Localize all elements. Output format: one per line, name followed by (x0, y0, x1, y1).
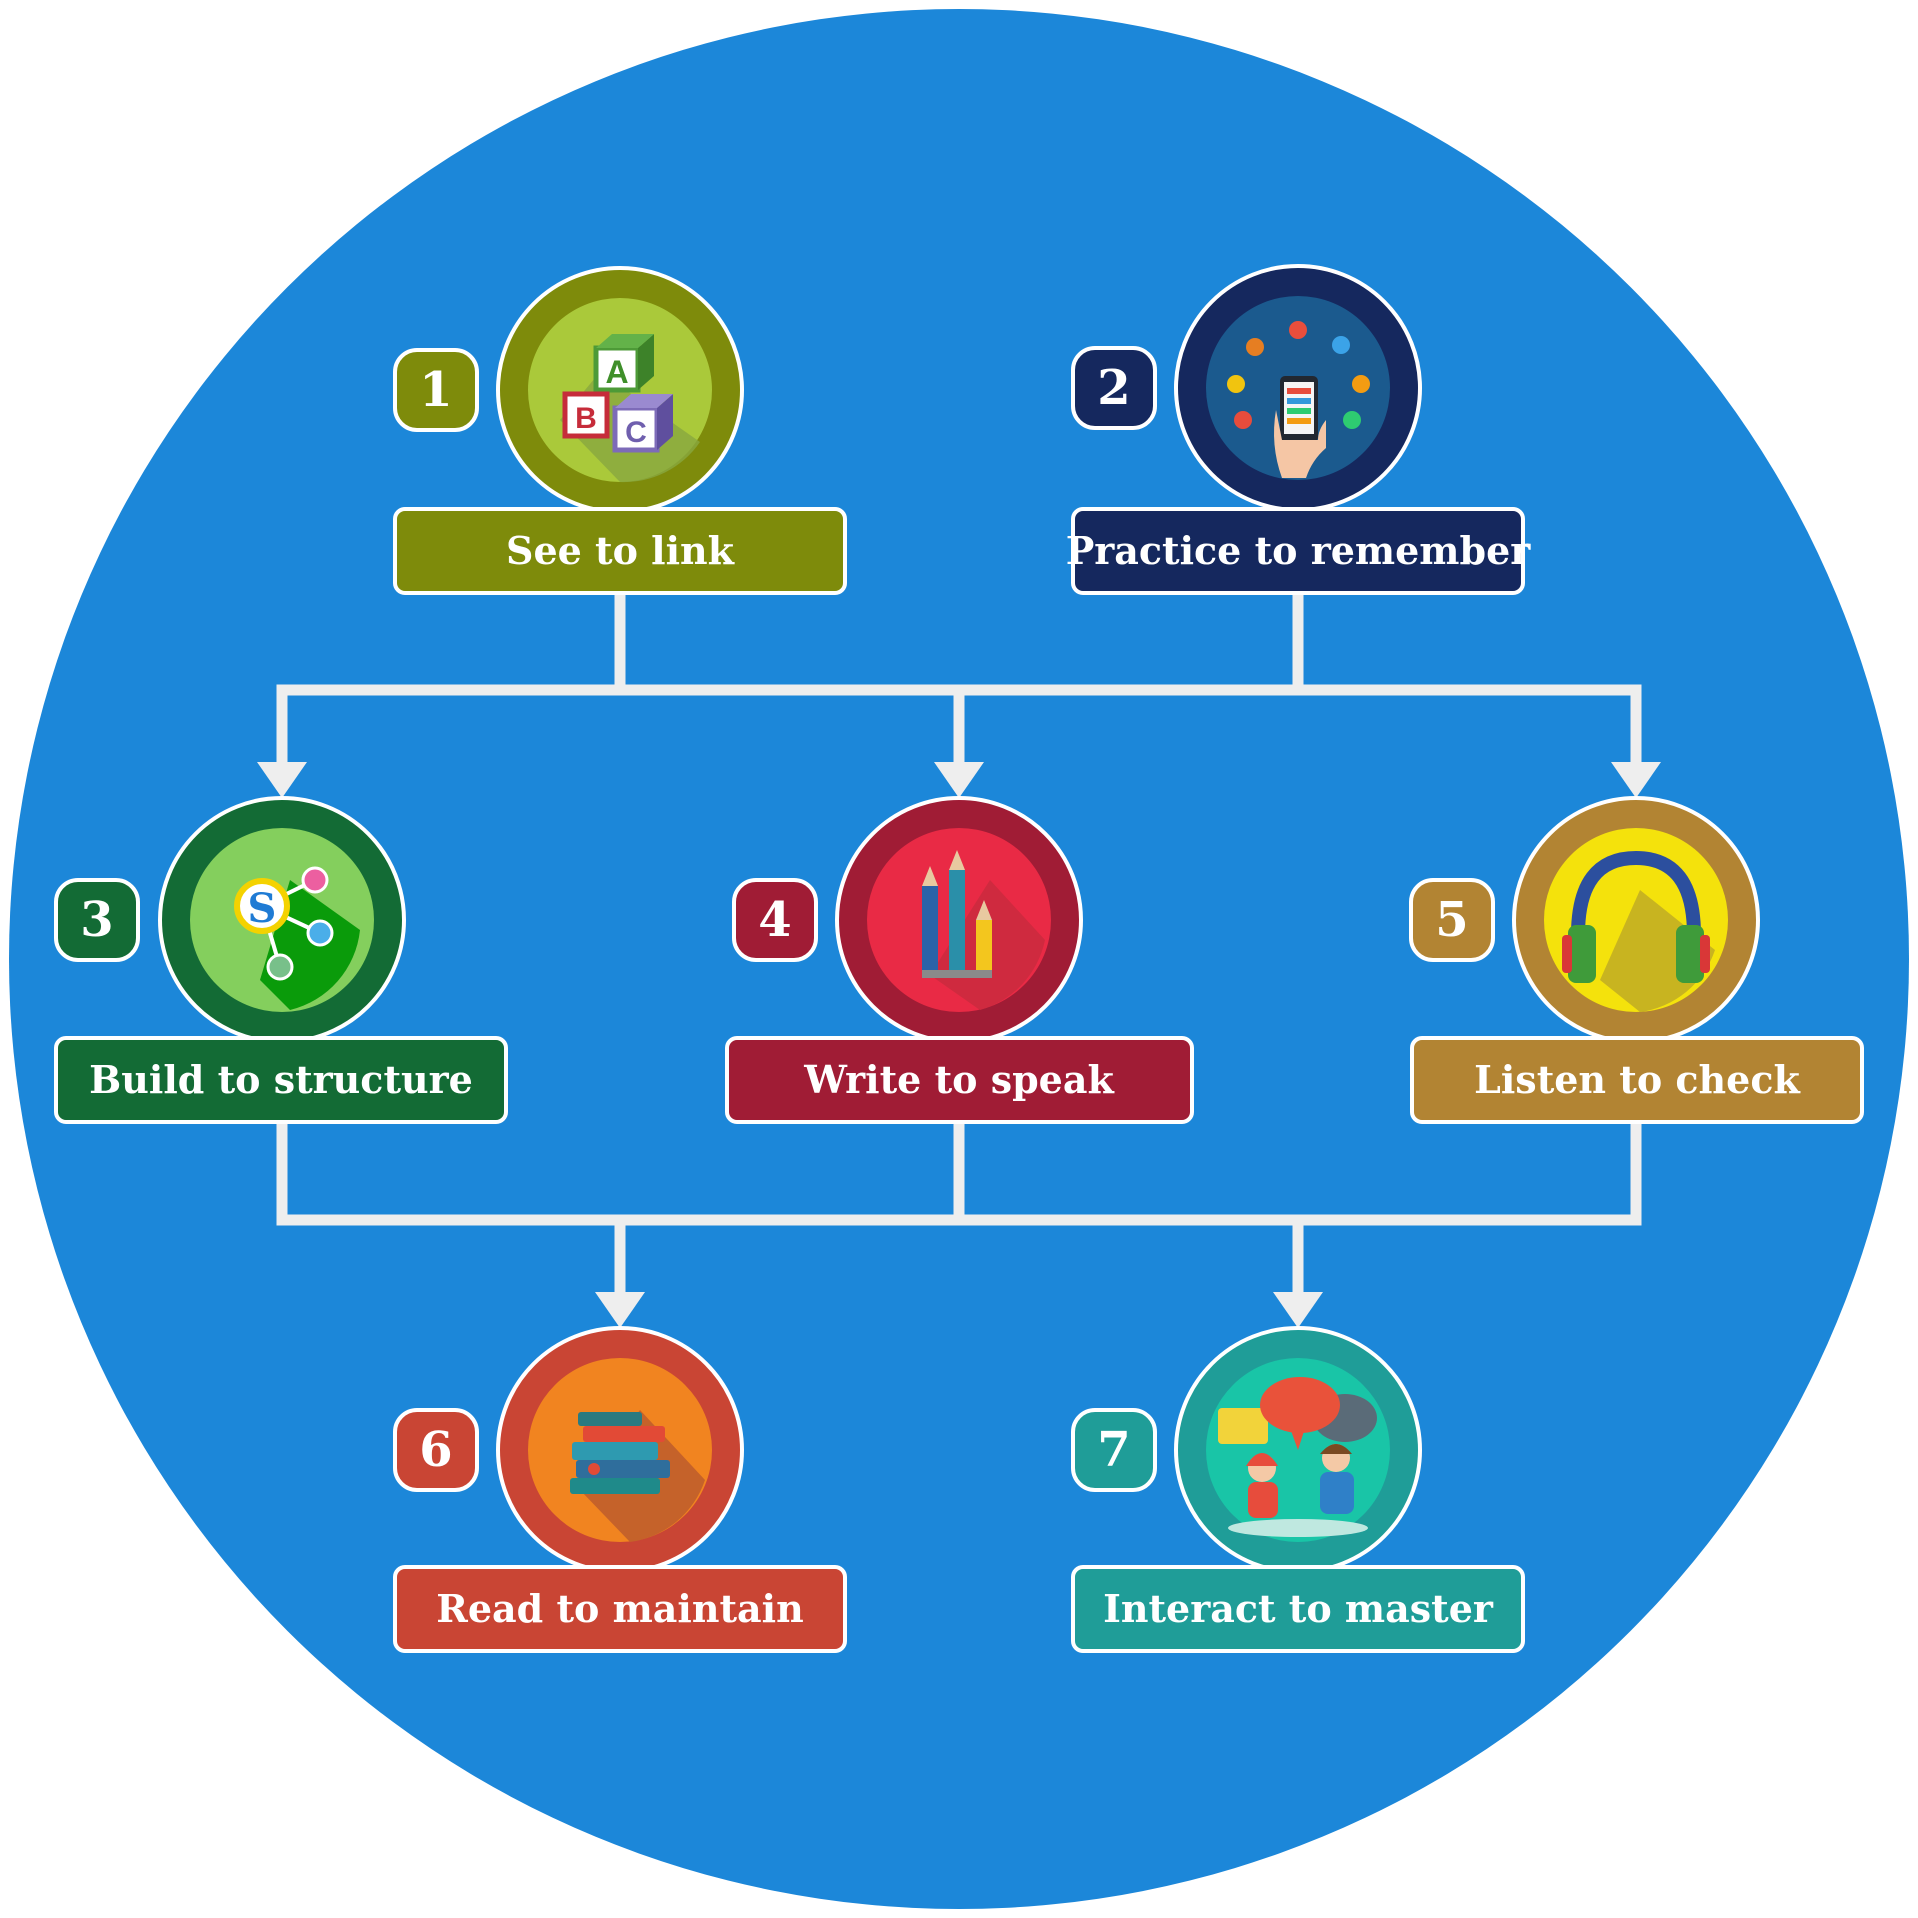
step-6-label: Read to maintain (436, 1586, 803, 1631)
smartphone-apps-icon (1227, 321, 1370, 478)
step-4: 4 Write to speak (725, 796, 1194, 1124)
connector-arrowhead (934, 762, 984, 798)
step-5: 5 Listen to check (1409, 796, 1864, 1124)
connector-arrowhead (257, 762, 307, 798)
step-7-label: Interact to master (1103, 1586, 1494, 1631)
step-1-label-box (393, 507, 847, 595)
step-3-number: 3 (80, 892, 113, 948)
step-2-label: Practice to remember (1066, 528, 1532, 573)
step-2: 2 Practice to remember (1066, 264, 1532, 595)
svg-text:A: A (605, 354, 628, 390)
svg-text:C: C (625, 416, 647, 449)
step-6-number-badge (393, 1408, 479, 1492)
step-1: A B C 1 See to link (393, 266, 847, 595)
connector-arrowhead (595, 1292, 645, 1328)
step-2-number: 2 (1097, 360, 1130, 416)
step-1-number-badge (393, 348, 479, 432)
pencils-icon (922, 850, 992, 978)
svg-text:B: B (575, 402, 597, 435)
step-1-number: 1 (419, 362, 452, 418)
connector-arrowhead (1273, 1292, 1323, 1328)
step-7-number-badge (1071, 1408, 1157, 1492)
connectors (257, 587, 1661, 1328)
step-4-number-badge (732, 878, 818, 962)
people-chat-icon (1218, 1377, 1377, 1537)
step-2-number-badge (1071, 346, 1157, 430)
step-3-label-box (54, 1036, 508, 1124)
step-5-number: 5 (1435, 892, 1468, 948)
step-7: 7 Interact to master (1071, 1326, 1525, 1653)
step-4-label: Write to speak (803, 1057, 1114, 1102)
step-3-number-badge (54, 878, 140, 962)
abc-blocks-icon: A B C (562, 334, 673, 453)
svg-text:S: S (248, 885, 277, 932)
step-6-number: 6 (419, 1422, 452, 1478)
step-3-label: Build to structure (89, 1057, 473, 1102)
step-4-label-box (725, 1036, 1194, 1124)
connector-arrowhead (1611, 762, 1661, 798)
step-2-label-box (1071, 507, 1525, 595)
step-6: 6 Read to maintain (393, 1326, 847, 1653)
step-7-label-box (1071, 1565, 1525, 1653)
step-6-label-box (393, 1565, 847, 1653)
step-1-label: See to link (506, 528, 735, 573)
headphones-icon (1562, 850, 1710, 983)
share-network-icon: S (234, 866, 334, 981)
books-icon (570, 1412, 670, 1494)
step-5-label: Listen to check (1474, 1057, 1800, 1102)
step-5-number-badge (1409, 878, 1495, 962)
step-3: S 3 Build to structure (54, 796, 508, 1124)
step-4-number: 4 (758, 892, 791, 948)
step-7-number: 7 (1097, 1422, 1130, 1478)
step-5-label-box (1410, 1036, 1864, 1124)
